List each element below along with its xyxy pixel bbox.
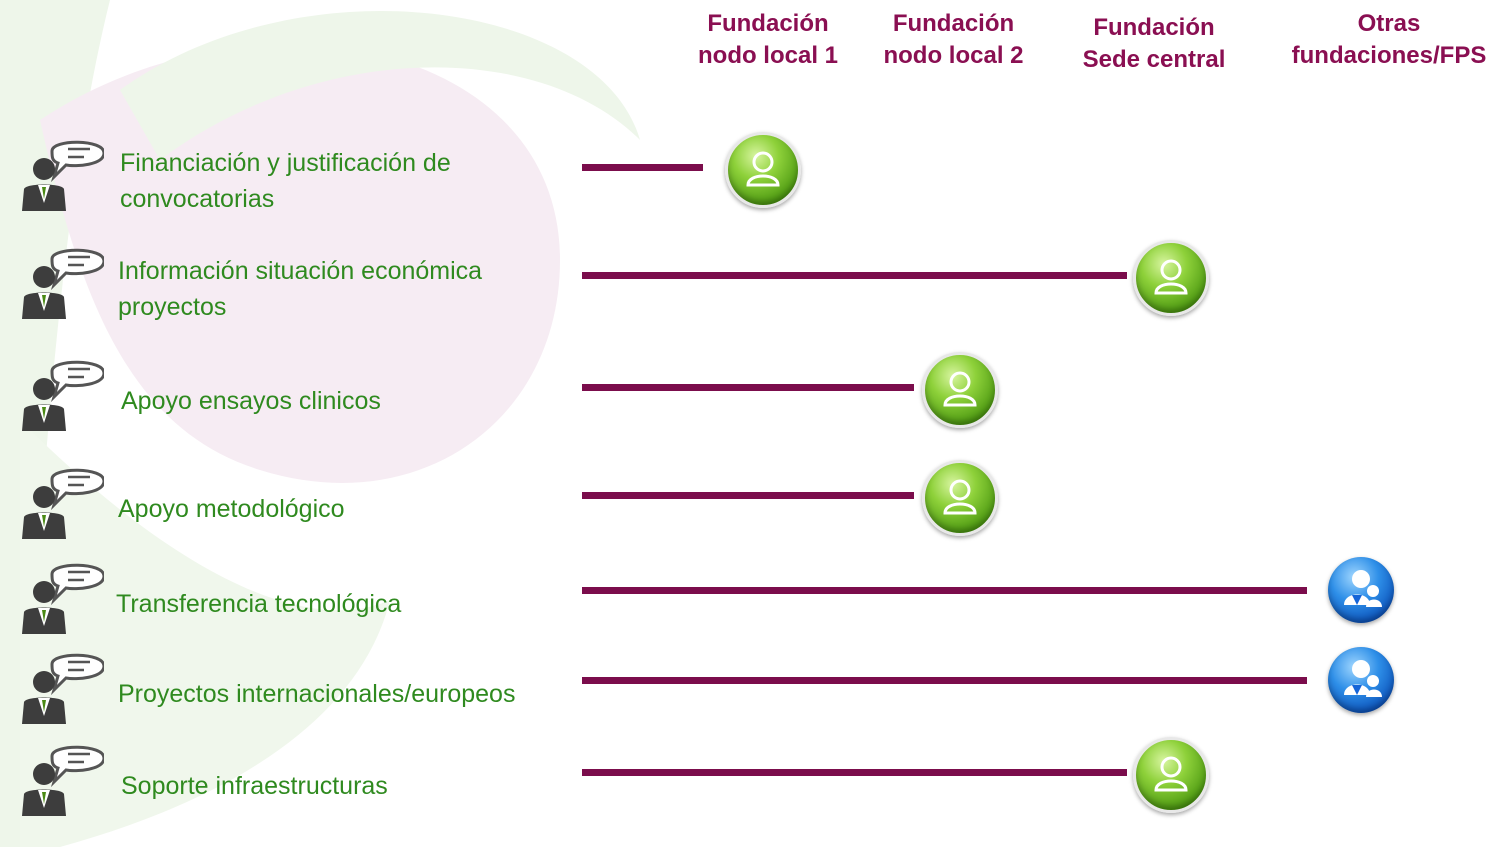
column-header-line1: Fundación: [1093, 14, 1215, 41]
row-label-line: Apoyo metodológico: [118, 495, 345, 523]
person-speech-icon: [14, 133, 106, 213]
row-label: Apoyo metodológico: [118, 491, 345, 527]
column-header-line2: fundaciones/FPS: [1291, 42, 1487, 69]
connector-line: [582, 587, 1307, 594]
green-person-node-icon: [922, 352, 998, 428]
row-label: Soporte infraestructuras: [121, 768, 388, 804]
connector-line: [582, 164, 703, 171]
row-label-line: Apoyo ensayos clinicos: [121, 387, 381, 415]
row-label-line: proyectos: [118, 293, 227, 321]
diagram-row: Soporte infraestructuras: [0, 730, 1511, 820]
person-speech-icon: [14, 353, 106, 433]
column-header-line1: Fundación: [707, 10, 829, 37]
blue-group-node-icon: [1328, 557, 1394, 623]
connector-line: [582, 769, 1127, 776]
connector-line: [582, 384, 914, 391]
column-header-sede-central: Fundación Sede central: [1066, 12, 1242, 76]
diagram-row: Proyectos internacionales/europeos: [0, 638, 1511, 728]
column-header-nodo-local-2: Fundación nodo local 2: [871, 8, 1036, 72]
connector-line: [582, 677, 1307, 684]
diagram-row: Información situación económica proyectos: [0, 233, 1511, 323]
column-header-nodo-local-1: Fundación nodo local 1: [698, 8, 838, 72]
diagram-row: Transferencia tecnológica: [0, 548, 1511, 638]
row-label-line: convocatorias: [120, 185, 275, 213]
column-header-line2: nodo local 2: [883, 42, 1024, 69]
row-label: Transferencia tecnológica: [116, 586, 401, 622]
row-label: Información situación económica proyectos: [118, 253, 482, 325]
diagram-row: Financiación y justificación de convocato…: [0, 125, 1511, 215]
green-person-node-icon: [1133, 240, 1209, 316]
row-label-line: Financiación y justificación de: [120, 149, 451, 177]
row-label: Proyectos internacionales/europeos: [118, 676, 515, 712]
green-person-node-icon: [1133, 737, 1209, 813]
green-person-node-icon: [922, 460, 998, 536]
row-label-line: Proyectos internacionales/europeos: [118, 680, 516, 708]
column-header-line2: Sede central: [1082, 46, 1226, 73]
person-speech-icon: [14, 241, 106, 321]
row-label: Financiación y justificación de convocato…: [120, 145, 451, 217]
person-speech-icon: [14, 556, 106, 636]
connector-line: [582, 272, 1127, 279]
green-person-node-icon: [725, 132, 801, 208]
row-label-line: Información situación económica: [118, 257, 483, 285]
diagram-row: Apoyo metodológico: [0, 453, 1511, 543]
row-label: Apoyo ensayos clinicos: [121, 383, 381, 419]
blue-group-node-icon: [1328, 647, 1394, 713]
person-speech-icon: [14, 738, 106, 818]
diagram-row: Apoyo ensayos clinicos: [0, 345, 1511, 435]
column-header-otras-fundaciones: Otras fundaciones/FPS: [1267, 8, 1511, 72]
person-speech-icon: [14, 461, 106, 541]
connector-line: [582, 492, 914, 499]
row-label-line: Soporte infraestructuras: [121, 772, 388, 800]
column-header-line1: Fundación: [892, 10, 1015, 37]
person-speech-icon: [14, 646, 106, 726]
row-label-line: Transferencia tecnológica: [116, 590, 402, 618]
column-header-line1: Otras: [1357, 10, 1421, 37]
column-header-line2: nodo local 1: [698, 42, 839, 69]
